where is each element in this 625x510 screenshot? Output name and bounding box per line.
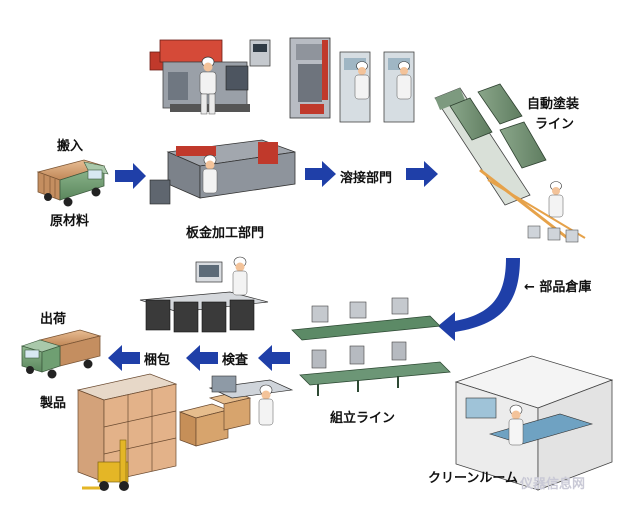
forklift-icon	[82, 439, 129, 491]
arrow-raw-to-sheet	[115, 163, 146, 189]
truck-icon	[21, 329, 102, 379]
auto-painting-label-line1: 自動塗装	[527, 97, 580, 112]
sheet-metal-dept-label: 板金加工部門	[186, 226, 265, 241]
parts-warehouse-label: ← 部品倉庫	[524, 280, 592, 295]
arrow-welding-to-painting	[406, 161, 438, 187]
painting-line-icon	[434, 83, 586, 243]
arrow-assembly-to-inspection	[258, 345, 290, 371]
inspection-station-icon	[139, 256, 269, 333]
truck-icon	[36, 159, 109, 207]
inspection-label: 検査	[222, 353, 249, 368]
clean-room-icon	[454, 355, 614, 491]
welding-dept-label: 溶接部門	[340, 171, 393, 186]
product-label: 製品	[40, 396, 67, 411]
arrow-warehouse-to-assembly	[438, 258, 520, 341]
shipping-label: 出荷	[40, 312, 67, 327]
auto-painting-label-line2: ライン	[535, 117, 575, 132]
raw-material-label: 原材料	[50, 214, 90, 229]
arrow-inspection-to-packing	[186, 345, 218, 371]
arrow-sheet-to-welding	[305, 161, 336, 187]
packing-label: 梱包	[144, 353, 171, 368]
worker-icon	[199, 56, 217, 115]
box-icon	[178, 391, 252, 447]
watermark: 仪器信息网	[520, 477, 586, 492]
welding-station-icon	[339, 51, 415, 123]
press-machine-icon	[289, 37, 331, 119]
arrow-packing-to-shipping	[108, 345, 140, 371]
assembly-line-label: 組立ライン	[330, 411, 396, 426]
clean-room-label: クリーンルーム	[428, 471, 518, 486]
incoming-label: 搬入	[57, 139, 84, 154]
conveyor-icon	[291, 297, 451, 396]
press-machine-icon	[149, 139, 296, 205]
inspection-station-icon	[208, 375, 294, 426]
